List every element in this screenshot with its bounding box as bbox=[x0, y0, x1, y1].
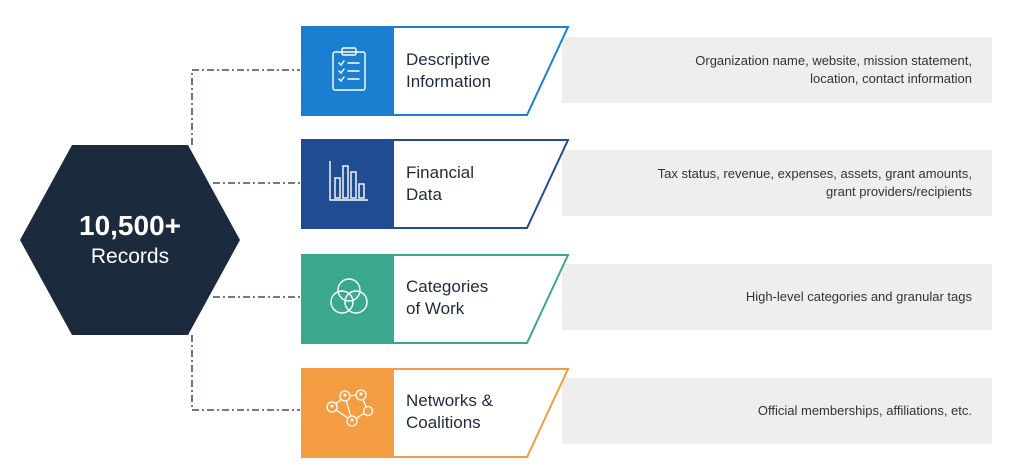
records-hub-text: 10,500+ Records bbox=[20, 145, 240, 335]
records-count: 10,500+ bbox=[79, 210, 181, 241]
title-line: Descriptive bbox=[406, 50, 491, 69]
records-label: Records bbox=[90, 245, 170, 268]
title-line: Coalitions bbox=[406, 413, 481, 432]
description-financial-data: Tax status, revenue, expenses, assets, g… bbox=[570, 165, 972, 201]
description-descriptive-information: Organization name, website, mission stat… bbox=[570, 52, 972, 88]
description-line: High-level categories and granular tags bbox=[745, 289, 972, 304]
description-band-networks bbox=[562, 378, 992, 444]
records-hexagon bbox=[20, 145, 240, 335]
icon-square-categories bbox=[302, 255, 394, 343]
description-line: grant providers/recipients bbox=[826, 184, 972, 199]
venn-circles-icon bbox=[330, 278, 368, 314]
title-line: of Work bbox=[406, 299, 465, 318]
connector-lines bbox=[191, 69, 300, 411]
bar-chart-icon bbox=[329, 161, 368, 201]
title-categories-of-work: Categories of Work bbox=[406, 276, 536, 320]
title-financial-data: Financial Data bbox=[406, 162, 536, 206]
connector-descriptive bbox=[191, 69, 300, 145]
description-line: Official memberships, affiliations, etc. bbox=[757, 403, 972, 418]
description-networks-coalitions: Official memberships, affiliations, etc. bbox=[570, 402, 972, 420]
title-networks-coalitions: Networks & Coalitions bbox=[406, 390, 536, 434]
title-line: Data bbox=[406, 185, 442, 204]
connector-networks bbox=[191, 335, 300, 411]
description-line: Organization name, website, mission stat… bbox=[695, 53, 972, 68]
title-line: Information bbox=[406, 72, 492, 91]
description-line: location, contact information bbox=[810, 71, 972, 86]
title-line: Financial bbox=[406, 163, 475, 182]
title-line: Networks & bbox=[406, 391, 493, 410]
title-line: Categories bbox=[406, 277, 489, 296]
icon-square-networks bbox=[302, 369, 394, 457]
description-line: Tax status, revenue, expenses, assets, g… bbox=[657, 166, 972, 181]
description-band-financial bbox=[562, 150, 992, 216]
description-band-descriptive bbox=[562, 37, 992, 103]
network-people-icon bbox=[326, 389, 374, 427]
description-band-categories bbox=[562, 264, 992, 330]
description-categories-of-work: High-level categories and granular tags bbox=[570, 288, 972, 306]
clipboard-checklist-icon bbox=[332, 47, 366, 91]
title-descriptive-information: Descriptive Information bbox=[406, 49, 536, 93]
